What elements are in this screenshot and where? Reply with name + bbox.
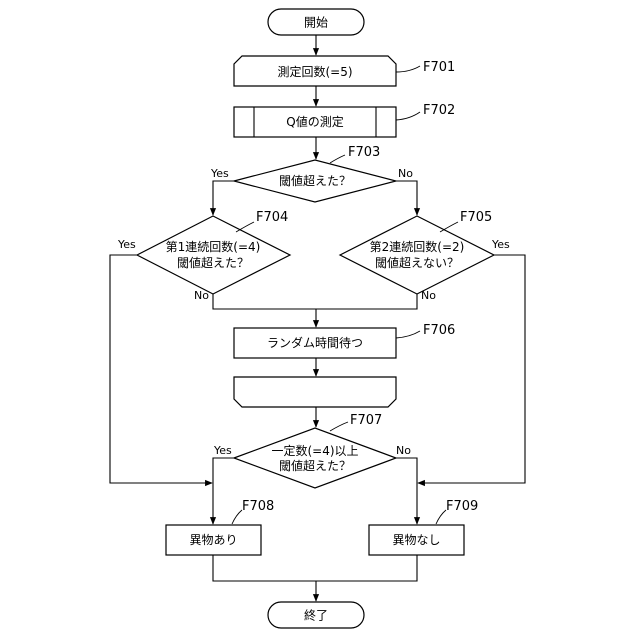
connector-f704-no — [213, 294, 316, 309]
leader-f709 — [436, 510, 446, 524]
loop-start-box: 測定回数(=5) — [234, 56, 396, 86]
measure-count-label: 測定回数(=5) — [277, 64, 352, 79]
q-measure-process: Q値の測定 — [234, 107, 396, 137]
f707-no-label: No — [396, 444, 411, 457]
first-consecutive-line2: 閾値超えた？ — [177, 255, 249, 270]
second-consecutive-decision: 第2連続回数(=2) 閾値超えない？ — [340, 216, 494, 294]
end-label: 終了 — [304, 608, 328, 623]
normal-result-box: 異物なし — [369, 525, 464, 555]
normal-label: 異物なし — [392, 533, 440, 547]
f704-no-label: No — [194, 289, 209, 302]
first-consecutive-decision: 第1連続回数(=4) 閾値超えた？ — [137, 216, 290, 294]
f705-yes-label: Yes — [491, 238, 510, 251]
ref-f704: F704 — [256, 210, 288, 225]
ref-f701: F701 — [423, 60, 455, 75]
ref-f702: F702 — [423, 103, 455, 118]
f703-yes-label: Yes — [210, 167, 229, 180]
connector-f705-no — [316, 294, 417, 309]
ref-f705: F705 — [460, 210, 492, 225]
ref-f707: F707 — [350, 413, 382, 428]
f704-yes-label: Yes — [117, 238, 136, 251]
loop-end-box — [234, 377, 396, 407]
connector-f707-no — [396, 458, 417, 524]
connector-f703-no — [396, 181, 417, 215]
ref-f709: F709 — [446, 499, 478, 514]
f707-yes-label: Yes — [213, 444, 232, 457]
ref-f703: F703 — [348, 145, 380, 160]
q-measure-label: Q値の測定 — [286, 114, 343, 129]
ref-f706: F706 — [423, 323, 455, 338]
leader-f701 — [396, 66, 420, 72]
start-label: 開始 — [304, 16, 328, 30]
threshold-decision: 閾値超えた？ — [234, 160, 396, 202]
random-wait-process: ランダム時間待つ — [234, 328, 396, 358]
leader-f706 — [396, 331, 420, 338]
second-consecutive-line1: 第2連続回数(=2) — [370, 239, 465, 254]
abnormal-result-box: 異物あり — [166, 525, 261, 555]
leader-f707 — [330, 422, 348, 431]
leader-f703 — [330, 155, 345, 163]
start-terminal: 開始 — [268, 9, 364, 35]
connector-f703-yes — [213, 181, 234, 215]
second-consecutive-line2: 閾値超えない？ — [375, 255, 459, 270]
leader-f702 — [396, 112, 420, 120]
leader-f705 — [440, 222, 458, 232]
ref-f708: F708 — [242, 499, 274, 514]
connector-abnormal-to-end — [213, 555, 316, 581]
leader-f704 — [236, 222, 254, 232]
f705-no-label: No — [421, 289, 436, 302]
threshold-label: 閾値超えた？ — [279, 173, 351, 188]
random-wait-label: ランダム時間待つ — [267, 335, 363, 350]
end-terminal: 終了 — [268, 602, 364, 628]
abnormal-label: 異物あり — [189, 533, 237, 547]
fixed-count-decision: 一定数(=4)以上 閾値超えた？ — [234, 428, 396, 488]
fixed-count-line1: 一定数(=4)以上 — [271, 443, 358, 458]
connector-normal-to-end — [316, 555, 417, 581]
fixed-count-line2: 閾値超えた？ — [279, 458, 351, 473]
first-consecutive-line1: 第1連続回数(=4) — [166, 239, 261, 254]
leader-f708 — [232, 510, 242, 524]
connector-f707-yes — [213, 458, 234, 524]
f703-no-label: No — [398, 167, 413, 180]
